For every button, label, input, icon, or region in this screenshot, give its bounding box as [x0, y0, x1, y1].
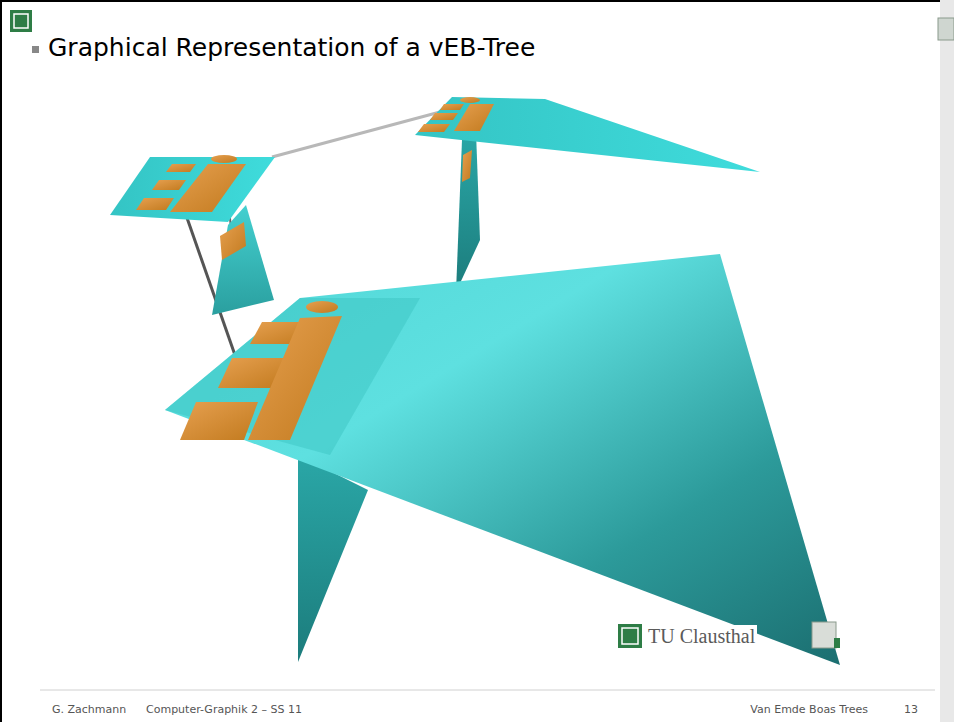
cluster-fin: [298, 455, 368, 662]
root-plate-front: [165, 298, 420, 455]
slot-cell: [166, 164, 196, 172]
side-band: [940, 0, 954, 722]
slide-title: Graphical Representation of a vEB-Tree: [48, 33, 535, 62]
footer-author: G. Zachmann: [52, 703, 126, 716]
cluster-plate: [415, 97, 760, 172]
slot-cell: [152, 180, 186, 190]
pointer-rod: [272, 112, 440, 157]
logo-mark: [622, 628, 638, 644]
summary-cell: [462, 150, 472, 182]
cluster-fin: [456, 132, 480, 292]
logo-mark: [834, 638, 840, 648]
page-number: 13: [904, 703, 918, 716]
corner-icon: [938, 18, 954, 40]
logo-mark: [14, 14, 28, 28]
slot-cell: [180, 402, 258, 440]
min-cell: [460, 97, 480, 103]
footer-course: Computer-Graphik 2 – SS 11: [146, 703, 302, 716]
root-plate: [165, 254, 840, 665]
slot-cell: [136, 198, 174, 210]
summary-cell: [454, 104, 494, 131]
logo-mark: [618, 624, 642, 648]
footer-rule: [40, 690, 935, 691]
slot-cell: [440, 104, 464, 110]
frame-line: [0, 0, 2, 722]
footer-topic: Van Emde Boas Trees: [750, 703, 868, 716]
min-cell: [306, 301, 338, 313]
logo-mark: [10, 10, 32, 32]
min-cell: [211, 155, 237, 163]
slot-cell: [418, 124, 450, 132]
cluster-plate: [110, 157, 275, 222]
frame-line: [0, 0, 940, 2]
logo-mark: [812, 622, 836, 648]
slot-cell: [430, 113, 458, 120]
summary-cell: [170, 164, 246, 212]
summary-cell: [248, 316, 342, 440]
title-bullet: [32, 46, 39, 53]
logo-text: TU Clausthal: [646, 625, 757, 648]
summary-cell: [220, 222, 246, 260]
